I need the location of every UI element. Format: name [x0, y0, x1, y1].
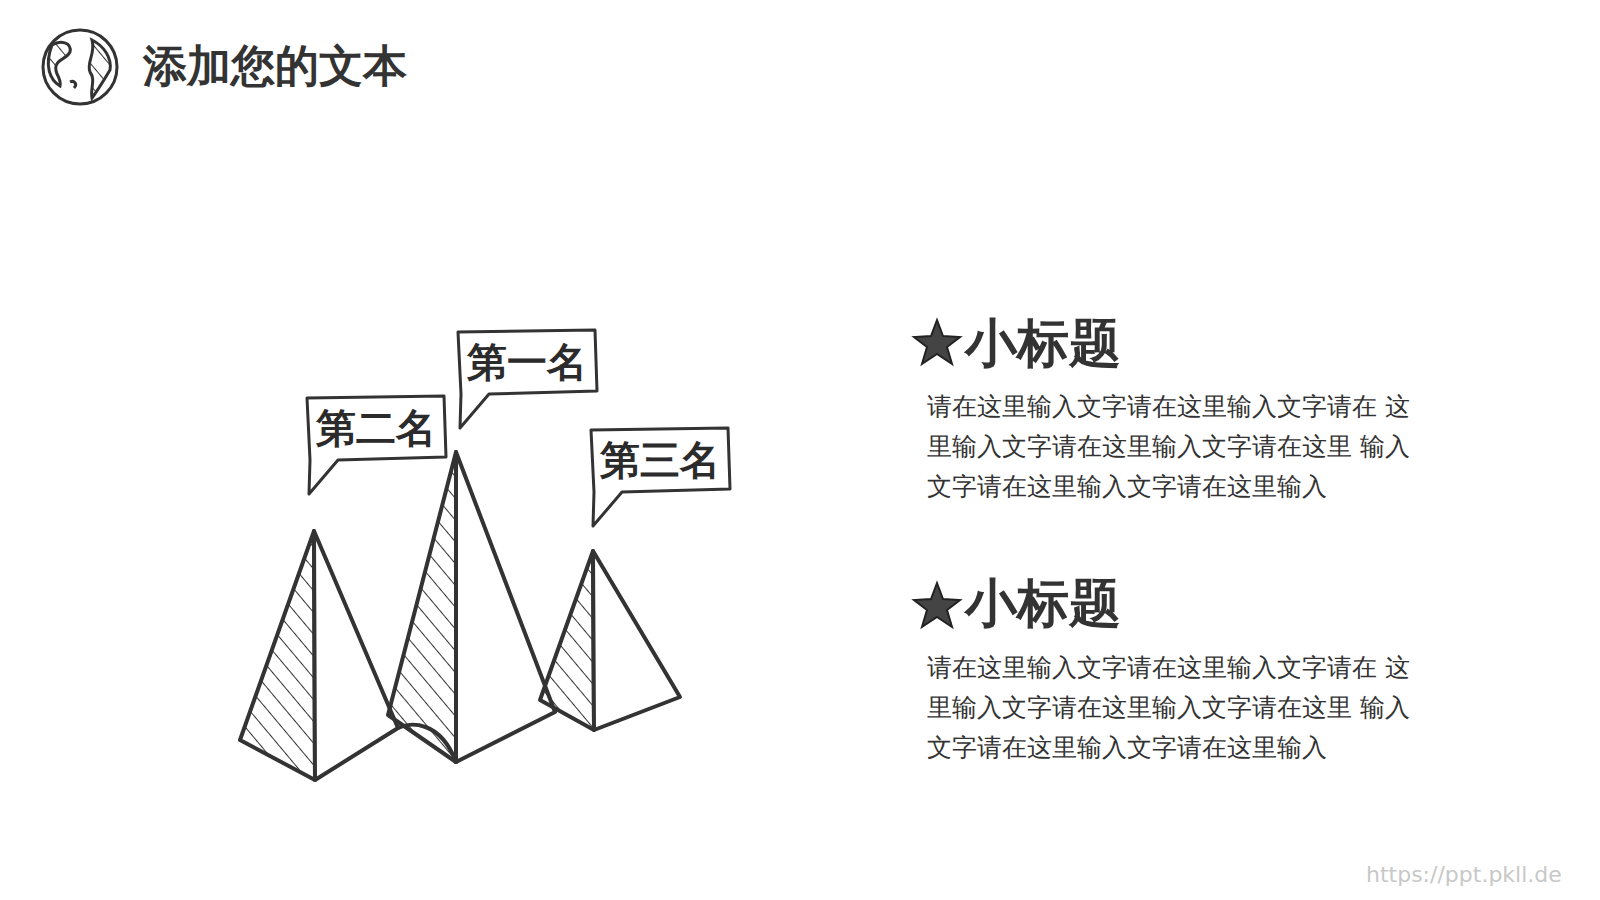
speech-bubble: 第三名	[590, 428, 730, 492]
bubble-shape	[458, 330, 597, 428]
rank-label: 第一名	[467, 340, 587, 384]
speech-bubble: 第一名	[457, 330, 597, 394]
globe-icon	[43, 30, 117, 104]
body-text: 请在这里输入文字请在这里输入文字请在 这里输入文字请在这里输入文字请在这里 输入…	[927, 648, 1417, 768]
page-title: 添加您的文本	[143, 40, 407, 93]
rank-label: 第二名	[316, 406, 436, 450]
bubble-shape	[307, 396, 446, 494]
bubble-shape	[591, 428, 730, 526]
watermark: https://ppt.pkll.de	[1366, 862, 1562, 888]
body-text: 请在这里输入文字请在这里输入文字请在 这里输入文字请在这里输入文字请在这里 输入…	[927, 387, 1417, 507]
sub-heading: 小标题	[965, 312, 1121, 374]
rank-label: 第三名	[600, 438, 720, 482]
sub-heading: 小标题	[965, 572, 1121, 634]
speech-bubble: 第二名	[306, 396, 446, 460]
